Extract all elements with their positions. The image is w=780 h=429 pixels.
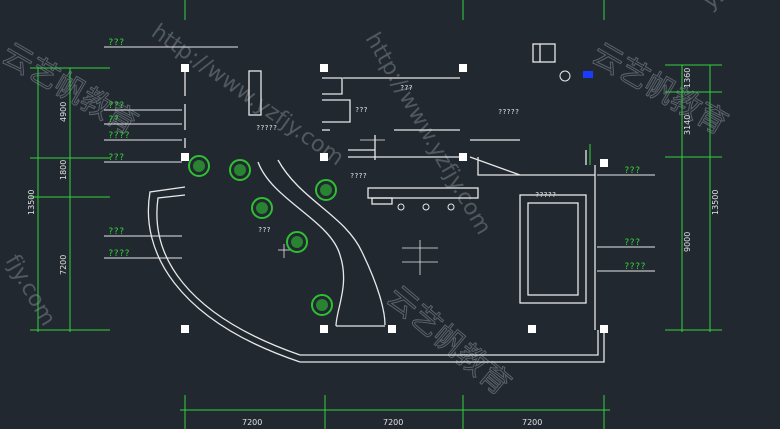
annotation-left-7: ???? [108,249,130,259]
inner-label-5: ????? [535,191,556,199]
plant-3 [315,179,337,201]
dim-bottom-1: 7200 [242,418,262,427]
annotations-right: ??? ??? ???? [624,166,646,272]
leader-lines [104,46,655,272]
plant-2 [229,159,251,181]
inner-label-7: ??? [355,106,368,114]
plant-6 [311,294,333,316]
watermark-brand-right: 云艺帆教育 [586,37,733,142]
annotations-left: ??? ??? ?? ???? ??? ??? ???? [108,38,130,259]
dim-right-9000: 9000 [683,232,692,252]
dimension-labels: 1800 4900 13500 7200 1360 3140 13500 900… [27,68,720,427]
inner-label-6: ??? [258,226,271,234]
cross-hatch [278,139,438,275]
annotation-left-3: ?? [108,115,119,125]
watermark-brand-left: 云艺帆教育 [0,37,143,142]
annotation-left-1: ??? [108,38,124,48]
inner-label-2: ??? [400,84,413,92]
dim-bottom-3: 7200 [522,418,542,427]
dim-left-1800: 1800 [59,160,68,180]
dim-left-7200: 7200 [59,255,68,275]
plant-4 [251,197,273,219]
inner-label-3: ????? [498,108,519,116]
annotation-left-6: ??? [108,227,124,237]
annotation-left-5: ??? [108,153,124,163]
plants [188,155,337,316]
dim-left-13500: 13500 [27,190,36,215]
annotations-inner: ????? ??? ????? ???? ????? ??? ??? [256,84,556,234]
watermarks: http://www.yzfjy.com http://www.yzfjy.co… [0,0,756,403]
annotation-right-1: ??? [624,166,640,176]
grid-lines [30,0,722,429]
watermark-url-top: http://www.yzfjy.com [147,19,349,171]
dim-right-13500: 13500 [711,190,720,215]
watermark-corner: yzfjy [699,0,755,15]
watermark-brand-bottom: 云艺帆教育 [380,279,517,402]
dim-right-3140: 3140 [683,115,692,135]
columns [181,64,608,333]
blue-marker [583,71,593,78]
plant-1 [188,155,210,177]
plant-5 [286,231,308,253]
dim-left-4900: 4900 [59,102,68,122]
inner-label-4: ???? [350,172,367,180]
fixtures [397,70,571,211]
watermark-left-lower: fjy.com [0,251,60,331]
annotation-left-2: ??? [108,101,124,111]
annotation-left-4: ???? [108,131,130,141]
dim-bottom-2: 7200 [383,418,403,427]
dim-right-1360: 1360 [683,68,692,88]
inner-label-1: ????? [256,124,277,132]
watermark-url-mid: http://www.yzfjy.com [360,29,496,240]
annotation-right-2: ??? [624,238,640,248]
walls [147,43,605,363]
annotation-right-3: ???? [624,262,646,272]
